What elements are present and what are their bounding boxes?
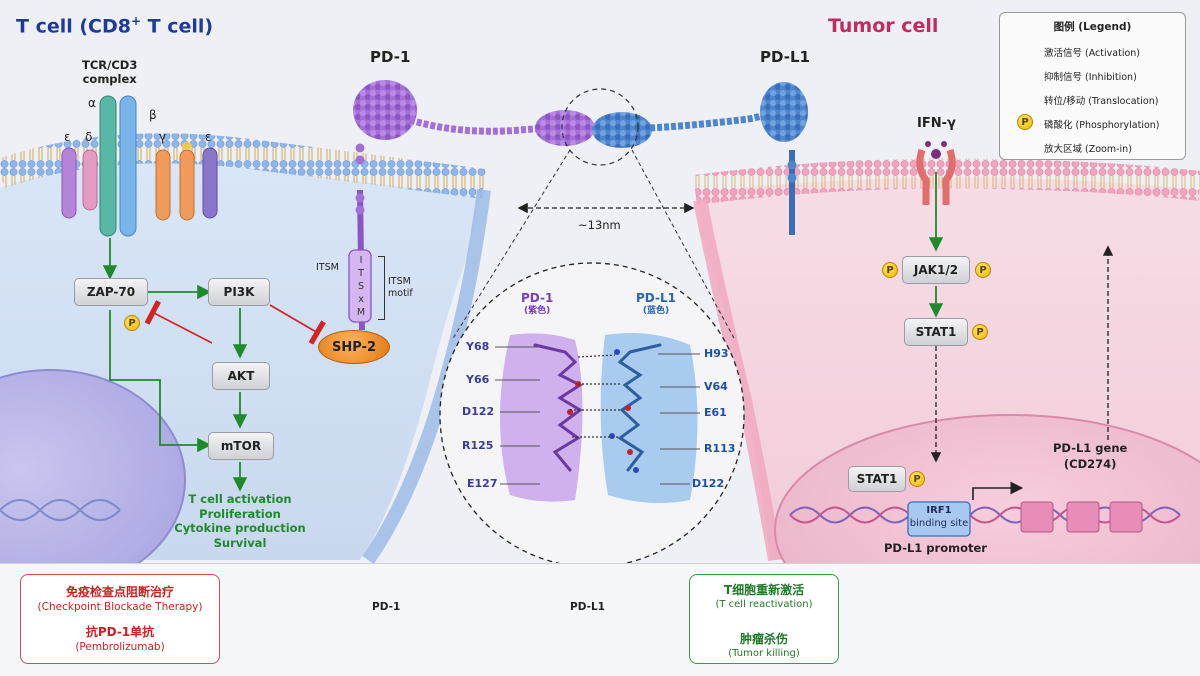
tcell-title: T cell (CD8+ T cell) xyxy=(16,14,214,38)
residue-v64: V64 xyxy=(704,380,728,393)
residue-h93: H93 xyxy=(704,347,729,360)
exon-3 xyxy=(1109,501,1143,533)
zoom-pd1-label: PD-1(紫色) xyxy=(521,291,554,317)
pdl1-structure xyxy=(592,82,808,235)
exon-2 xyxy=(1066,501,1100,533)
reactivation-box: T细胞重新激活 (T cell reactivation) 肿瘤杀伤 (Tumo… xyxy=(689,574,839,664)
ifngr-receptor xyxy=(916,141,956,205)
pdl1-gene-label: PD-L1 gene(CD274) xyxy=(1053,441,1128,471)
stat1-nuclear-node: STAT1 xyxy=(848,466,906,492)
legend-phosphorylation: 磷酸化 (Phosphorylation) xyxy=(1044,120,1160,131)
stat1-phospho: P xyxy=(972,324,988,340)
itsm-bracket xyxy=(378,256,385,320)
therapy-pdl1-label: PD-L1 xyxy=(570,601,605,613)
zap70-phospho-badge: P xyxy=(124,315,140,331)
epsilon-label-2: ε xyxy=(205,130,212,144)
zap70-inhibited-by-shp2 xyxy=(144,299,213,344)
gamma-label: γ xyxy=(159,130,167,144)
transcription-start-arrow xyxy=(972,481,1024,500)
pi3k-node: PI3K xyxy=(208,278,270,306)
zap70-node: ZAP-70 xyxy=(74,278,148,306)
therapy-pd1-label: PD-1 xyxy=(372,601,401,613)
residue-r113: R113 xyxy=(704,442,736,455)
pi3k-inhibited-by-shp2 xyxy=(269,304,326,345)
legend: 图例 (Legend) 激活信号 (Activation) 抑制信号 (Inhi… xyxy=(999,12,1186,160)
tcr-label: TCR/CD3 complex xyxy=(82,58,138,86)
alpha-label: α xyxy=(88,96,96,110)
stat1-nuclear-phospho: P xyxy=(909,471,925,487)
pd1-structure xyxy=(348,80,595,331)
akt-node: AKT xyxy=(212,362,270,390)
residue-d122-pd1: D122 xyxy=(462,405,495,418)
zoom-pdl1-label: PD-L1(蓝色) xyxy=(636,291,676,317)
ifn-gamma-label: IFN-γ xyxy=(917,116,956,131)
jak-phospho-left: P xyxy=(882,262,898,278)
jak-phospho-right: P xyxy=(975,262,991,278)
irf1-binding-site xyxy=(907,501,971,537)
beta-label: β xyxy=(149,108,157,122)
residue-d122-pdl1: D122 xyxy=(692,477,725,490)
jak-node: JAK1/2 xyxy=(902,256,970,284)
legend-translocation: 转位/移动 (Translocation) xyxy=(1044,96,1159,107)
residue-e61: E61 xyxy=(704,406,727,419)
distance-label: ~13nm xyxy=(578,218,621,232)
legend-zoom: 放大区域 (Zoom-in) xyxy=(1044,144,1132,155)
tumor-membrane xyxy=(693,158,1200,205)
legend-inhibition: 抑制信号 (Inhibition) xyxy=(1044,72,1137,83)
legend-activation: 激活信号 (Activation) xyxy=(1044,48,1140,59)
legend-title: 图例 (Legend) xyxy=(1053,21,1132,33)
tumor-title: Tumor cell xyxy=(828,15,939,37)
zoom-origin-circle xyxy=(561,88,639,166)
residue-y66: Y66 xyxy=(466,373,490,386)
exon-1 xyxy=(1020,501,1054,533)
therapy-box: 免疫检查点阻断治疗 (Checkpoint Blockade Therapy) … xyxy=(20,574,220,664)
epsilon-label: ε xyxy=(64,130,71,144)
promoter-label: PD-L1 promoter xyxy=(884,541,987,555)
pd1-title: PD-1 xyxy=(370,48,411,66)
pdl1-title: PD-L1 xyxy=(760,48,810,66)
stat1-node: STAT1 xyxy=(904,318,968,346)
tcr-cd3-complex xyxy=(61,95,218,237)
legend-p-icon: P xyxy=(1017,114,1033,130)
delta-label: δ xyxy=(85,130,93,144)
shp2-node: SHP-2 xyxy=(318,330,390,364)
residue-e127: E127 xyxy=(467,477,498,490)
residue-y68: Y68 xyxy=(466,340,490,353)
residue-r125: R125 xyxy=(462,439,494,452)
mtor-node: mTOR xyxy=(208,432,274,460)
itsm-label: ITSM xyxy=(316,262,339,273)
zap70-to-mtor-arrow xyxy=(109,310,212,453)
